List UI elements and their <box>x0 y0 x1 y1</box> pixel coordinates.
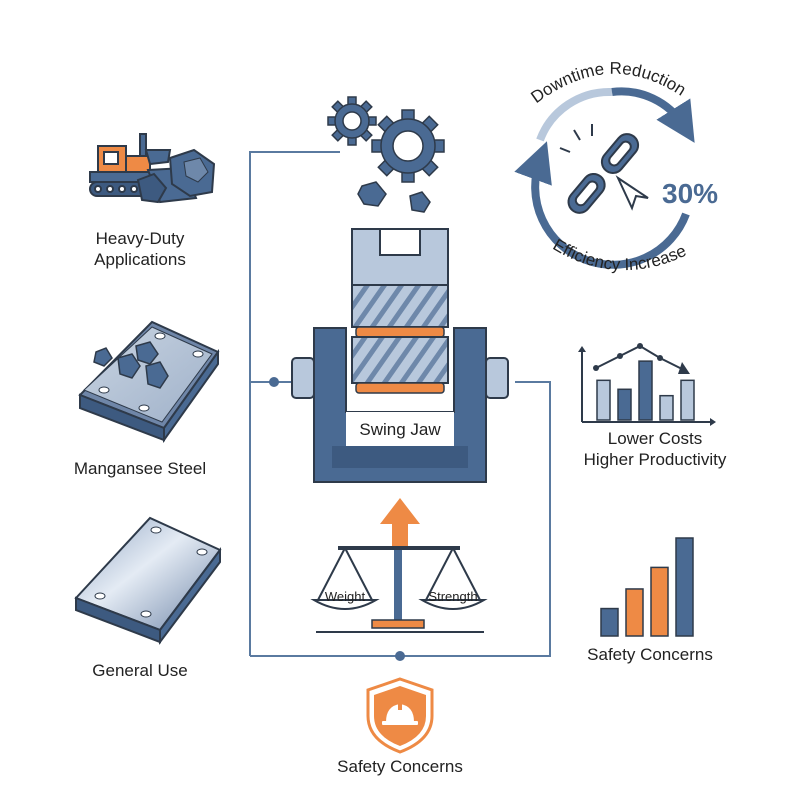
manganese-plate-icon <box>78 320 220 444</box>
cost-bar-2 <box>617 388 632 421</box>
cost-bar-5 <box>680 379 695 421</box>
rock-fragments-icon <box>357 181 431 213</box>
safety-bar-4 <box>675 537 694 637</box>
general-use-label: General Use <box>92 661 188 680</box>
safety-bar-3 <box>650 566 669 637</box>
downtime-ring-icon <box>514 87 695 269</box>
jaw-crusher-icon <box>291 228 509 483</box>
swing-jaw-label: Swing Jaw <box>359 420 441 439</box>
gear-small-icon <box>327 96 377 146</box>
balance-scale-icon <box>310 546 488 633</box>
scale-weight-label: Weight <box>324 589 366 604</box>
heavy-duty-label: Heavy-Duty Applications <box>60 228 220 270</box>
broken-chain-icon <box>559 124 649 214</box>
cost-bar-4 <box>659 394 674 421</box>
heavy-duty-line1: Heavy-Duty <box>95 229 185 248</box>
cost-bar-1 <box>596 379 611 421</box>
percent-30-label: 30% <box>662 178 719 209</box>
right-safety-label: Safety Concerns <box>587 645 713 664</box>
connector-node-bottom <box>395 651 405 661</box>
scale-strength-label: Strength <box>428 589 478 604</box>
downtime-arc-label: Downtime Reduction <box>527 59 689 107</box>
steel-plate-icon <box>74 516 222 645</box>
safety-bar-chart-icon <box>600 537 694 637</box>
excavator-icon <box>89 133 216 204</box>
up-arrow-icon <box>380 498 420 548</box>
safety-shield-icon <box>366 677 434 754</box>
safety-bar-2 <box>625 588 644 637</box>
lower-costs-label: Lower Costs Higher Productivity <box>560 428 750 470</box>
cost-bar-3 <box>638 360 653 421</box>
gear-large-icon <box>371 109 445 183</box>
connector-node-left <box>269 377 279 387</box>
center-safety-label: Safety Concerns <box>337 757 463 776</box>
cost-chart-icon <box>578 343 716 426</box>
manganese-steel-label: Mangansee Steel <box>73 459 207 478</box>
heavy-duty-line2: Applications <box>94 250 186 269</box>
efficiency-arc-label: Efficiency Increase <box>550 235 689 274</box>
lower-costs-line2: Higher Productivity <box>583 450 727 469</box>
safety-bar-1 <box>600 607 619 637</box>
lower-costs-line1: Lower Costs <box>607 429 703 448</box>
